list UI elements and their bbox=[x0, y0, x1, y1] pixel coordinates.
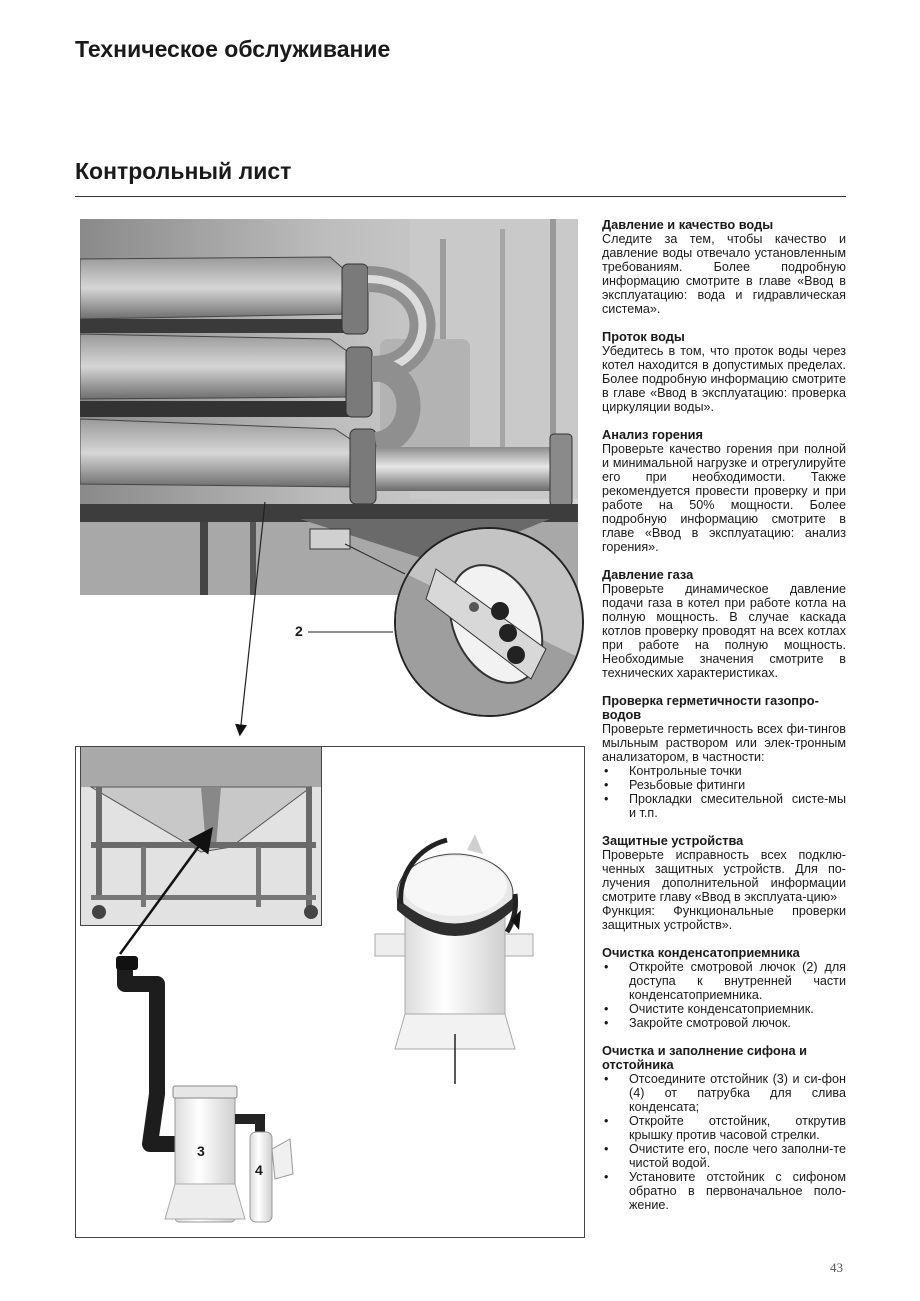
checklist-text: Давление и качество воды Следите за тем,… bbox=[602, 218, 846, 1226]
block-safety-devices: Защитные устройства Проверьте исправност… bbox=[602, 833, 846, 933]
block-paragraph: Проверьте исправность всех подклю-ченных… bbox=[602, 848, 846, 904]
title-divider bbox=[75, 196, 846, 197]
block-title: Давление и качество воды bbox=[602, 217, 774, 232]
block-water-flow: Проток воды Убедитесь в том, что проток … bbox=[602, 329, 846, 415]
list-item: Очистите его, после чего заполни-те чист… bbox=[602, 1142, 846, 1170]
block-gas-pressure: Давление газа Проверьте динамическое дав… bbox=[602, 567, 846, 681]
bullet-list: Отсоедините отстойник (3) и си-фон (4) о… bbox=[602, 1072, 846, 1212]
condensate-system-frame bbox=[75, 746, 585, 1238]
maintenance-illustration: 2 3 4 bbox=[75, 214, 585, 1239]
page-number: 43 bbox=[830, 1260, 843, 1275]
block-paragraph: Проверьте герметичность всех фи-тингов м… bbox=[602, 722, 846, 764]
section-title: Контрольный лист bbox=[75, 158, 292, 184]
list-item: Откройте смотровой лючок (2) для доступа… bbox=[602, 960, 846, 1002]
list-item: Прокладки смесительной систе-мы и т.п. bbox=[602, 792, 846, 820]
block-title: Анализ горения bbox=[602, 427, 703, 442]
block-title: Давление газа bbox=[602, 567, 694, 582]
block-paragraph: Убедитесь в том, что проток воды через к… bbox=[602, 344, 846, 414]
block-title: Проток воды bbox=[602, 329, 685, 344]
callout-2: 2 bbox=[295, 623, 303, 639]
callout-4: 4 bbox=[255, 1162, 263, 1178]
list-item: Очистите конденсатоприемник. bbox=[602, 1002, 846, 1016]
list-item: Откройте отстойник, открутив крышку прот… bbox=[602, 1114, 846, 1142]
callout-3: 3 bbox=[197, 1143, 205, 1159]
block-title: Проверка герметичности газопро-водов bbox=[602, 693, 819, 722]
block-condensate-cleaning: Очистка конденсатоприемника Откройте смо… bbox=[602, 945, 846, 1031]
list-item: Закройте смотровой лючок. bbox=[602, 1016, 846, 1030]
boiler-heat-exchanger-photo bbox=[80, 219, 578, 595]
block-paragraph: Функция: Функциональные проверки защитны… bbox=[602, 904, 846, 932]
figure-overlay bbox=[116, 501, 534, 1223]
block-paragraph: Следите за тем, чтобы качество и давлени… bbox=[602, 232, 846, 316]
block-title: Очистка конденсатоприемника bbox=[602, 945, 800, 960]
block-title: Защитные устройства bbox=[602, 833, 744, 848]
list-item: Резьбовые фитинги bbox=[602, 778, 846, 792]
page-header: Техническое обслуживание bbox=[75, 36, 391, 62]
list-item: Контрольные точки bbox=[602, 764, 846, 778]
bullet-list: Откройте смотровой лючок (2) для доступа… bbox=[602, 960, 846, 1030]
block-gas-tightness: Проверка герметичности газопро-водов Про… bbox=[602, 693, 846, 821]
inspection-hatch-zoom bbox=[394, 527, 584, 717]
bullet-list: Контрольные точки Резьбовые фитинги Прок… bbox=[602, 764, 846, 820]
block-paragraph: Проверьте динамическое давление подачи г… bbox=[602, 582, 846, 680]
block-paragraph: Проверьте качество горения при полной и … bbox=[602, 442, 846, 554]
block-siphon-cleaning: Очистка и заполнение сифона и отстойника… bbox=[602, 1043, 846, 1213]
block-title: Очистка и заполнение сифона и отстойника bbox=[602, 1043, 808, 1072]
list-item: Отсоедините отстойник (3) и си-фон (4) о… bbox=[602, 1072, 846, 1114]
list-item: Установите отстойник с сифоном обратно в… bbox=[602, 1170, 846, 1212]
condensate-collector-photo bbox=[80, 746, 322, 926]
block-water-pressure: Давление и качество воды Следите за тем,… bbox=[602, 217, 846, 317]
block-combustion-analysis: Анализ горения Проверьте качество горени… bbox=[602, 427, 846, 555]
